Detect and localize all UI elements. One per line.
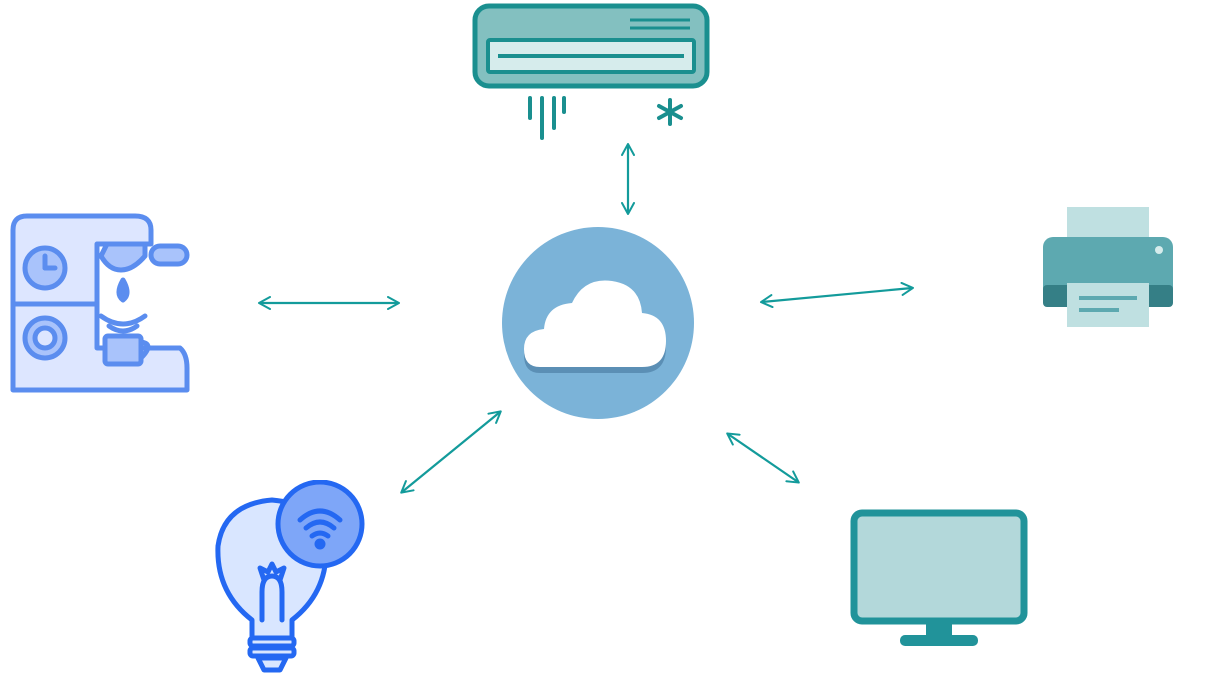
air-conditioner-icon [472,3,710,140]
monitor-icon [850,509,1028,646]
arrow-cloud-bulb [400,410,502,494]
smart-bulb-wifi-icon [215,480,365,673]
printer-icon [1043,207,1173,327]
cloud-icon [502,227,694,419]
arrow-cloud-monitor [726,432,800,484]
arrow-cloud-printer [760,281,914,309]
coffee-machine-icon [10,213,190,393]
